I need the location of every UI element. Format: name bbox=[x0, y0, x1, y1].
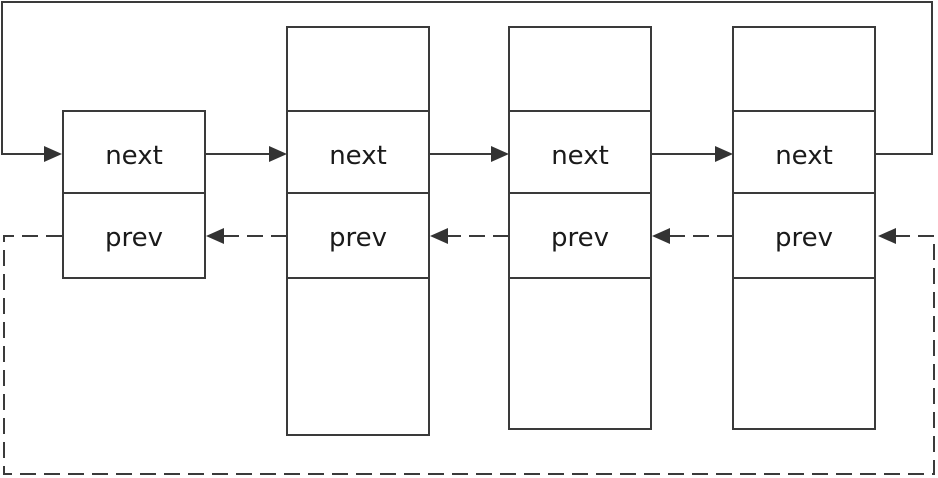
node-next-field bbox=[286, 110, 430, 194]
node-prev-label: prev bbox=[105, 223, 163, 253]
next-arrow-2-to-3-head bbox=[491, 146, 509, 162]
prev-arrow-2-to-1-head bbox=[206, 228, 224, 244]
list-node-2: next prev bbox=[286, 26, 430, 436]
node-next-label: next bbox=[105, 141, 163, 171]
next-wraparound-arrowhead bbox=[44, 146, 62, 162]
prev-arrow-4-to-3-head bbox=[652, 228, 670, 244]
node-top-field bbox=[732, 26, 876, 112]
node-prev-field bbox=[732, 192, 876, 279]
node-prev-field bbox=[286, 192, 430, 279]
next-arrow-3-to-4-head bbox=[715, 146, 733, 162]
node-prev-label: prev bbox=[551, 223, 609, 253]
next-wraparound-line bbox=[1, 1, 933, 155]
node-prev-field bbox=[508, 192, 652, 279]
node-top-field bbox=[286, 26, 430, 112]
prev-wraparound-line bbox=[3, 235, 935, 475]
node-next-label: next bbox=[329, 141, 387, 171]
list-node-4: next prev bbox=[732, 26, 876, 430]
node-next-field bbox=[62, 110, 206, 194]
node-data-field bbox=[286, 277, 430, 436]
node-prev-label: prev bbox=[329, 223, 387, 253]
next-arrow-1-to-2-head bbox=[269, 146, 287, 162]
list-node-3: next prev bbox=[508, 26, 652, 430]
node-prev-field bbox=[62, 192, 206, 279]
node-next-field bbox=[508, 110, 652, 194]
prev-arrow-3-to-2-head bbox=[430, 228, 448, 244]
node-data-field bbox=[732, 277, 876, 430]
node-prev-label: prev bbox=[775, 223, 833, 253]
node-next-label: next bbox=[551, 141, 609, 171]
node-data-field bbox=[508, 277, 652, 430]
node-next-label: next bbox=[775, 141, 833, 171]
node-next-field bbox=[732, 110, 876, 194]
list-node-head: next prev bbox=[62, 110, 206, 279]
node-top-field bbox=[508, 26, 652, 112]
prev-wraparound-arrowhead bbox=[878, 228, 896, 244]
